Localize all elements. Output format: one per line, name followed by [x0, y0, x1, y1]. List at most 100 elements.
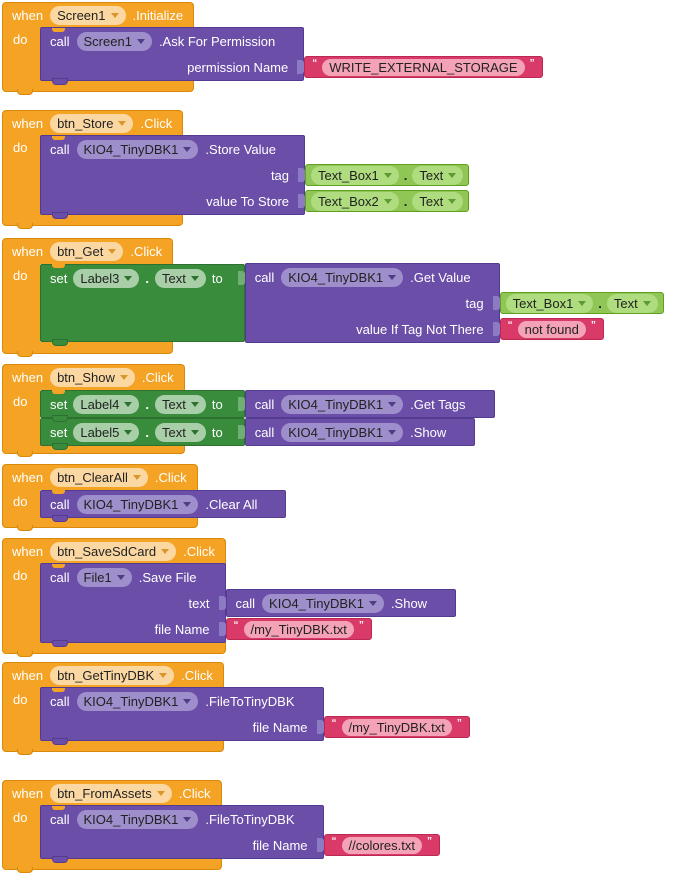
component-dropdown[interactable]: KIO4_TinyDBK1: [76, 691, 199, 711]
property-dropdown[interactable]: Text: [606, 293, 658, 313]
component-dropdown[interactable]: Screen1: [76, 31, 152, 51]
event-header[interactable]: when btn_GetTinyDBK .Click: [2, 662, 224, 688]
property-setter-block[interactable]: set Label5 . Text to: [40, 418, 245, 450]
text-input-field[interactable]: //colores.txt: [341, 836, 422, 854]
component-dropdown[interactable]: Label5: [73, 422, 140, 442]
dropdown-value: KIO4_TinyDBK1: [83, 693, 179, 709]
method-call-block[interactable]: call Screen1 .Ask For Permission permiss…: [40, 27, 305, 85]
event-component-dropdown[interactable]: btn_ClearAll: [50, 468, 148, 487]
dropdown-value: Text: [162, 396, 186, 412]
set-keyword: set: [50, 424, 68, 440]
dropdown-arrow-icon: [388, 429, 397, 435]
component-dropdown[interactable]: Label3: [73, 268, 140, 288]
event-block-btngettinydbk-click[interactable]: when btn_GetTinyDBK .Click do call KIO4_…: [2, 662, 470, 755]
property-dropdown[interactable]: Text: [155, 268, 206, 288]
value-socket: [237, 271, 245, 285]
event-header[interactable]: when btn_Get .Click: [2, 238, 174, 264]
dropdown-arrow-icon: [110, 13, 119, 18]
text-string-block[interactable]: “ //colores.txt ”: [323, 834, 440, 856]
call-keyword: call: [50, 811, 70, 827]
event-block-btnfromassets-click[interactable]: when btn_FromAssets .Click do call KIO4_…: [2, 780, 440, 873]
event-component-dropdown[interactable]: btn_Get: [50, 242, 124, 261]
component-dropdown[interactable]: KIO4_TinyDBK1: [262, 593, 384, 613]
event-name: .Click: [140, 116, 173, 131]
event-header[interactable]: when btn_Store .Click: [2, 110, 184, 136]
component-dropdown[interactable]: KIO4_TinyDBK1: [281, 394, 404, 414]
when-keyword: when: [12, 544, 44, 559]
method-call-block[interactable]: call KIO4_TinyDBK1 .FileToTinyDBK file N…: [40, 687, 324, 745]
component-getter-block[interactable]: Text_Box1 . Text: [499, 292, 664, 314]
property-setter-block[interactable]: set Label3 . Text to: [40, 264, 245, 346]
text-string-block[interactable]: “ /my_TinyDBK.txt ”: [323, 716, 470, 738]
component-dropdown[interactable]: KIO4_TinyDBK1: [281, 422, 404, 442]
component-dropdown[interactable]: Text_Box1: [505, 293, 594, 313]
method-call-block[interactable]: call KIO4_TinyDBK1 .Clear All: [40, 490, 287, 522]
method-call-block[interactable]: call KIO4_TinyDBK1 .FileToTinyDBK file N…: [40, 805, 324, 863]
dropdown-value: KIO4_TinyDBK1: [83, 141, 179, 157]
method-name: .Ask For Permission: [158, 33, 276, 49]
event-block-btnstore-click[interactable]: when btn_Store .Click do call KIO4_TinyD…: [2, 110, 470, 229]
dropdown-arrow-icon: [183, 501, 192, 507]
dropdown-value: btn_GetTinyDBK: [57, 668, 155, 683]
event-component-dropdown[interactable]: btn_GetTinyDBK: [50, 666, 175, 685]
event-block-btnshow-click[interactable]: when btn_Show .Click do set Label4 . Tex…: [2, 364, 495, 457]
dropdown-arrow-icon: [383, 172, 392, 178]
method-name: .Save File: [138, 569, 197, 585]
event-header[interactable]: when btn_FromAssets .Click: [2, 780, 222, 806]
dropdown-value: Text: [613, 295, 638, 311]
do-keyword: do: [13, 494, 28, 509]
text-string-block[interactable]: “ WRITE_EXTERNAL_STORAGE ”: [304, 56, 543, 78]
property-dropdown[interactable]: Text: [412, 191, 464, 211]
method-call-block[interactable]: call KIO4_TinyDBK1 .Get Tags: [244, 390, 495, 418]
event-component-dropdown[interactable]: btn_Store: [50, 114, 134, 133]
component-dropdown[interactable]: KIO4_TinyDBK1: [76, 809, 199, 829]
event-block-btnget-click[interactable]: when btn_Get .Click do set Label3 . Text: [2, 238, 664, 357]
text-input-field[interactable]: /my_TinyDBK.txt: [341, 718, 452, 736]
event-component-dropdown[interactable]: Screen1: [50, 6, 126, 25]
component-dropdown[interactable]: KIO4_TinyDBK1: [76, 494, 199, 514]
set-keyword: set: [50, 396, 68, 412]
text-input-field[interactable]: /my_TinyDBK.txt: [243, 620, 354, 638]
component-getter-block[interactable]: Text_Box1 . Text: [305, 164, 470, 186]
property-dropdown[interactable]: Text: [155, 422, 206, 442]
call-keyword: call: [254, 424, 275, 440]
text-string-block[interactable]: “ not found ”: [499, 318, 604, 340]
component-getter-block[interactable]: Text_Box2 . Text: [305, 190, 470, 212]
event-block-btnclearall-click[interactable]: when btn_ClearAll .Click do call KIO4_Ti…: [2, 464, 287, 531]
property-dropdown[interactable]: Text: [412, 165, 464, 185]
dropdown-value: KIO4_TinyDBK1: [288, 396, 384, 412]
event-block-screen1-initialize[interactable]: when Screen1 .Initialize do call Screen1…: [2, 2, 543, 95]
value-socket: [492, 296, 500, 310]
event-header[interactable]: when btn_Show .Click: [2, 364, 185, 390]
method-call-block[interactable]: call File1 .Save File text file Name: [40, 563, 226, 647]
component-dropdown[interactable]: KIO4_TinyDBK1: [76, 139, 199, 159]
property-setter-block[interactable]: set Label4 . Text to: [40, 390, 245, 422]
text-string-block[interactable]: “ /my_TinyDBK.txt ”: [225, 618, 372, 640]
event-block-btnsavesdcard-click[interactable]: when btn_SaveSdCard .Click do call File1…: [2, 538, 457, 657]
value-socket: [298, 194, 306, 208]
event-header[interactable]: when btn_ClearAll .Click: [2, 464, 198, 490]
event-component-dropdown[interactable]: btn_Show: [50, 368, 135, 387]
method-call-block[interactable]: call KIO4_TinyDBK1 .Show: [225, 589, 457, 617]
component-dropdown[interactable]: Text_Box1: [311, 165, 399, 185]
method-call-block[interactable]: call KIO4_TinyDBK1 .Get Value tag value …: [244, 263, 500, 343]
component-dropdown[interactable]: Label4: [73, 394, 140, 414]
text-input-field[interactable]: not found: [517, 320, 586, 338]
component-dropdown[interactable]: File1: [76, 567, 132, 587]
component-dropdown[interactable]: KIO4_TinyDBK1: [281, 267, 404, 287]
dropdown-arrow-icon: [159, 673, 168, 678]
method-call-block[interactable]: call KIO4_TinyDBK1 .Show: [244, 418, 476, 446]
call-unit: call File1 .Save File text file Name: [40, 563, 457, 647]
call-keyword: call: [254, 396, 275, 412]
component-dropdown[interactable]: Text_Box2: [311, 191, 399, 211]
value-socket: [237, 397, 245, 411]
event-header[interactable]: when btn_SaveSdCard .Click: [2, 538, 226, 564]
text-input-field[interactable]: WRITE_EXTERNAL_STORAGE: [322, 58, 525, 76]
do-keyword: do: [13, 32, 28, 47]
event-component-dropdown[interactable]: btn_SaveSdCard: [50, 542, 177, 561]
when-keyword: when: [12, 8, 44, 23]
property-dropdown[interactable]: Text: [155, 394, 206, 414]
method-call-block[interactable]: call KIO4_TinyDBK1 .Store Value tag valu…: [40, 135, 306, 219]
event-component-dropdown[interactable]: btn_FromAssets: [50, 784, 172, 803]
event-header[interactable]: when Screen1 .Initialize: [2, 2, 195, 28]
